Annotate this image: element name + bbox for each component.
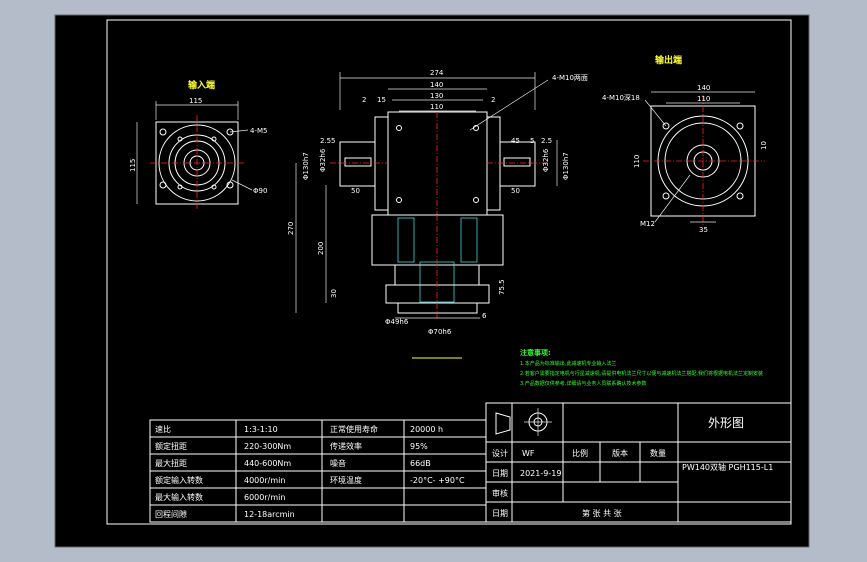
spec-cell-v1: 12-18arcmin — [244, 510, 295, 519]
mount-hole — [159, 181, 167, 189]
mount-hole — [736, 192, 744, 200]
spec-cell-v1: 1:3-1:10 — [244, 425, 278, 434]
svg-text:版本: 版本 — [612, 448, 628, 458]
spec-cell-v2: 66dB — [410, 459, 431, 468]
svg-text:110: 110 — [633, 155, 641, 168]
svg-text:50: 50 — [511, 187, 520, 195]
input-view-title: 输入端 — [188, 79, 215, 91]
model-name: PW140双轴 PGH115-L1 — [682, 462, 773, 472]
sheet-count: 第 张 共 张 — [582, 508, 622, 518]
svg-text:Φ130h7: Φ130h7 — [302, 152, 310, 180]
note-line: 2.若客户需要指定电机与行星减速机,请提供电机法兰尺寸以便与减速机法兰搭配,我们… — [520, 370, 763, 377]
title-block: 外形图 设计 WF 比例 版本 数量 PW140双轴 PGH115-L1 日期 … — [485, 402, 792, 523]
svg-text:Φ90: Φ90 — [253, 187, 267, 195]
spec-cell-k1: 最大扭距 — [155, 458, 187, 468]
svg-text:2: 2 — [362, 96, 366, 104]
svg-text:2: 2 — [491, 96, 495, 104]
svg-text:比例: 比例 — [572, 448, 588, 458]
front-section-view: 274 140 130 110 2 15 2 4-M10两面 2.5 5 50 … — [287, 69, 588, 359]
svg-text:设计: 设计 — [492, 448, 508, 458]
svg-text:274: 274 — [430, 69, 444, 77]
spec-cell-k2: 传递效率 — [330, 441, 362, 451]
svg-text:270: 270 — [287, 222, 295, 235]
svg-text:6: 6 — [482, 312, 487, 320]
svg-text:日期: 日期 — [492, 509, 508, 518]
svg-text:115: 115 — [189, 97, 202, 105]
mount-hole — [662, 192, 670, 200]
svg-text:110: 110 — [430, 103, 443, 111]
svg-text:4-M10深18: 4-M10深18 — [602, 93, 640, 102]
svg-text:75.5: 75.5 — [498, 279, 506, 295]
inner-frame — [106, 19, 792, 525]
svg-text:5: 5 — [331, 137, 335, 145]
input-end-view: 输入端 115 115 4-M5 Φ90 — [129, 79, 267, 210]
svg-text:5: 5 — [530, 137, 534, 145]
mount-hole — [226, 181, 234, 189]
svg-text:日期: 日期 — [492, 469, 508, 478]
spec-cell-v1: 440-600Nm — [244, 459, 291, 468]
spec-cell-k1: 最大输入转数 — [155, 492, 203, 502]
svg-text:50: 50 — [351, 187, 360, 195]
notes-block: 注意事项: 1.本产品为标准输出,此减速机专业输入法兰 2.若客户需要指定电机与… — [520, 348, 763, 387]
spec-rows: 速比 1:3-1:10 正常使用寿命 20000 h 额定扭距 220-300Nm 传递效率… — [155, 424, 465, 519]
left-shaft — [339, 141, 376, 187]
svg-text:2.5: 2.5 — [541, 137, 552, 145]
svg-text:30: 30 — [330, 289, 338, 298]
svg-text:15: 15 — [377, 96, 386, 104]
svg-text:M12: M12 — [640, 220, 655, 228]
designer: WF — [522, 449, 535, 458]
note-line: 1.本产品为标准输出,此减速机专业输入法兰 — [520, 360, 616, 367]
spec-cell-v2: 20000 h — [410, 425, 443, 434]
svg-text:140: 140 — [697, 84, 710, 92]
spec-cell-k2: 环境温度 — [330, 475, 362, 485]
output-end-view: 输出端 140 110 4-M10深18 10 110 M12 35 — [602, 54, 768, 234]
svg-text:45: 45 — [511, 137, 520, 145]
svg-text:2.5: 2.5 — [320, 137, 331, 145]
svg-text:Φ32h6: Φ32h6 — [319, 148, 327, 172]
spec-cell-v2: 95% — [410, 442, 428, 451]
svg-text:Φ49h6: Φ49h6 — [385, 318, 409, 326]
svg-text:审核: 审核 — [492, 488, 508, 498]
svg-text:10: 10 — [760, 141, 768, 150]
spec-cell-v1: 220-300Nm — [244, 442, 291, 451]
mount-hole — [662, 122, 670, 130]
spec-cell-k2: 正常使用寿命 — [330, 424, 378, 434]
svg-text:输出端: 输出端 — [655, 54, 682, 66]
spec-cell-k1: 额定输入转数 — [155, 475, 203, 485]
right-keyway — [503, 157, 531, 167]
spec-cell-k1: 额定扭距 — [155, 441, 187, 451]
svg-text:35: 35 — [699, 226, 708, 234]
drawing-sheet — [54, 14, 810, 548]
projection-symbol — [495, 412, 511, 435]
svg-text:115: 115 — [129, 159, 137, 172]
right-shaft — [499, 141, 536, 187]
svg-text:4-M5: 4-M5 — [250, 127, 267, 135]
mount-hole — [159, 128, 167, 136]
spec-cell-v1: 4000r/min — [244, 476, 285, 485]
svg-text:4-M10两面: 4-M10两面 — [552, 74, 588, 82]
note-line: 3.产品数据仅供参考,详细请与业务人员联系确认技术参数 — [520, 380, 646, 387]
spec-cell-k1: 回程间隙 — [155, 509, 187, 519]
svg-text:Φ70h6: Φ70h6 — [428, 328, 452, 336]
spec-cell-v1: 6000r/min — [244, 493, 285, 502]
svg-text:140: 140 — [430, 81, 443, 89]
svg-text:Φ32h6: Φ32h6 — [542, 148, 550, 172]
notes-title: 注意事项: — [520, 348, 551, 357]
mount-hole — [736, 122, 744, 130]
svg-text:Φ130h7: Φ130h7 — [562, 152, 570, 180]
spec-cell-v2: -20°C- +90°C — [410, 476, 465, 485]
drawing-date: 2021-9-19 — [520, 469, 561, 478]
spec-cell-k2: 噪音 — [330, 458, 346, 468]
svg-text:200: 200 — [317, 242, 325, 255]
svg-text:130: 130 — [430, 92, 443, 100]
spec-table — [149, 419, 487, 523]
drawing-title: 外形图 — [708, 416, 744, 430]
svg-text:数量: 数量 — [650, 448, 666, 458]
spec-cell-k1: 速比 — [155, 424, 171, 434]
svg-text:110: 110 — [697, 95, 710, 103]
left-keyway — [344, 157, 372, 167]
